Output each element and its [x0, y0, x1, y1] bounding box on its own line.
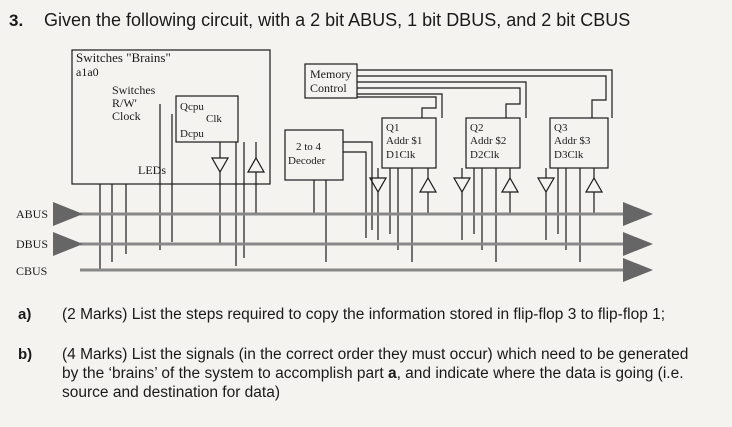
- part-b-text-after: , and indicate where the data is going (…: [62, 365, 684, 401]
- dbus-label: DBUS: [16, 237, 48, 251]
- memory-control-label-1: Memory: [310, 67, 351, 81]
- ff1-q: Q1: [386, 122, 399, 134]
- ff2-addr: Addr $2: [470, 135, 506, 147]
- ff3-q: Q3: [554, 122, 568, 134]
- switches-label: Switches: [112, 83, 156, 97]
- cbus-label: CBUS: [16, 264, 47, 278]
- ff2-q: Q2: [470, 122, 483, 134]
- ff3-d: D3Clk: [554, 149, 584, 161]
- brains-sub: a1a0: [76, 65, 99, 79]
- brains-title: Switches "Brains": [76, 50, 171, 65]
- ff1-addr: Addr $1: [386, 135, 422, 147]
- decoder-label-1: 2 to 4: [296, 141, 322, 153]
- part-b: b) (4 Marks) List the signals (in the cor…: [18, 345, 718, 402]
- ff2-d: D2Clk: [470, 149, 500, 161]
- abus-label: ABUS: [16, 207, 48, 221]
- part-b-text-before: (4 Marks) List the signals (in the corre…: [62, 346, 689, 382]
- cpu-d-label: Dcpu: [180, 128, 204, 140]
- question-text: Given the following circuit, with a 2 bi…: [44, 10, 631, 30]
- part-b-label: b): [18, 346, 33, 363]
- rw-label: R/W': [112, 96, 137, 110]
- cpu-clk-label: Clk: [206, 113, 222, 125]
- flipflop-1: [381, 117, 437, 169]
- part-a-label: a): [18, 306, 32, 323]
- part-a: a) (2 Marks) List the steps required to c…: [18, 305, 718, 324]
- decoder-label-2: Decoder: [288, 155, 326, 167]
- question-number: 3.: [9, 11, 24, 30]
- memory-control-label-2: Control: [310, 81, 347, 95]
- ff1-d: D1Clk: [386, 149, 416, 161]
- clock-label: Clock: [112, 109, 141, 123]
- flipflop-2: [465, 117, 521, 169]
- cpu-flipflop: [175, 95, 239, 143]
- circuit-diagram: Switches "Brains" a1a0 Switches R/W' Clo…: [16, 49, 653, 282]
- cpu-q-label: Qcpu: [180, 101, 204, 113]
- part-a-text: (2 Marks) List the steps required to cop…: [62, 306, 666, 323]
- part-b-text-bold: a: [387, 365, 397, 382]
- memory-control-box: [304, 63, 358, 99]
- ff3-addr: Addr $3: [554, 135, 591, 147]
- part-b-text: (4 Marks) List the signals (in the corre…: [62, 345, 702, 402]
- flipflop-3: [549, 117, 609, 169]
- brains-box: [71, 49, 271, 185]
- leds-label: LEDs: [138, 163, 166, 177]
